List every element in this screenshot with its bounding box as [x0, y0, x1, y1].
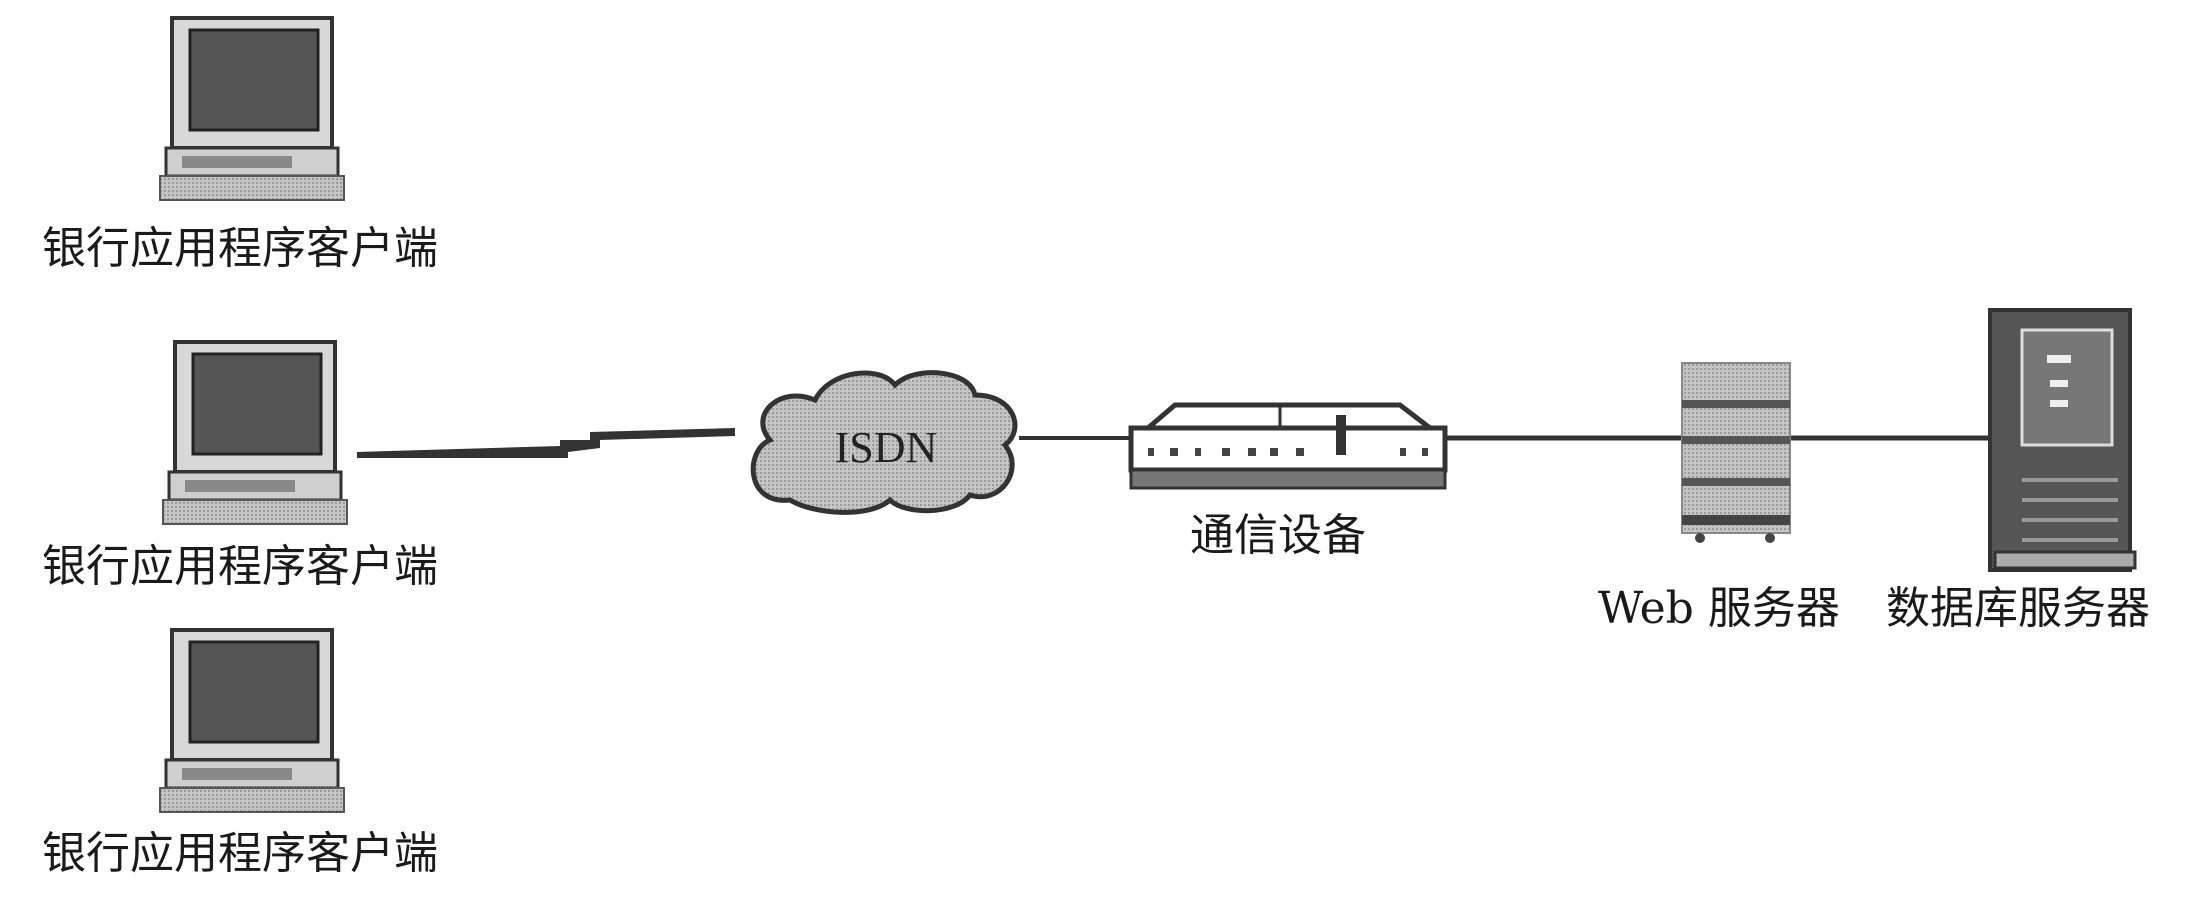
- web-server-label: Web 服务器: [1598, 583, 1840, 634]
- client-label: 银行应用程序客户端: [42, 541, 438, 592]
- desktop-computer-icon: [161, 340, 349, 526]
- cloud-icon: [750, 370, 1018, 515]
- modem-icon: [1128, 402, 1448, 490]
- desktop-computer-icon: [158, 628, 346, 814]
- client-label: 银行应用程序客户端: [42, 828, 438, 879]
- desktop-computer-icon: [158, 16, 346, 202]
- lightning-link-icon: [357, 428, 735, 458]
- tower-server-icon: [1988, 308, 2137, 572]
- client-label: 银行应用程序客户端: [42, 223, 438, 274]
- db-server-label: 数据库服务器: [1886, 583, 2150, 634]
- server-rack-icon: [1681, 362, 1791, 543]
- isdn-label: ISDN: [835, 423, 938, 472]
- comm-device-label: 通信设备: [1190, 510, 1366, 561]
